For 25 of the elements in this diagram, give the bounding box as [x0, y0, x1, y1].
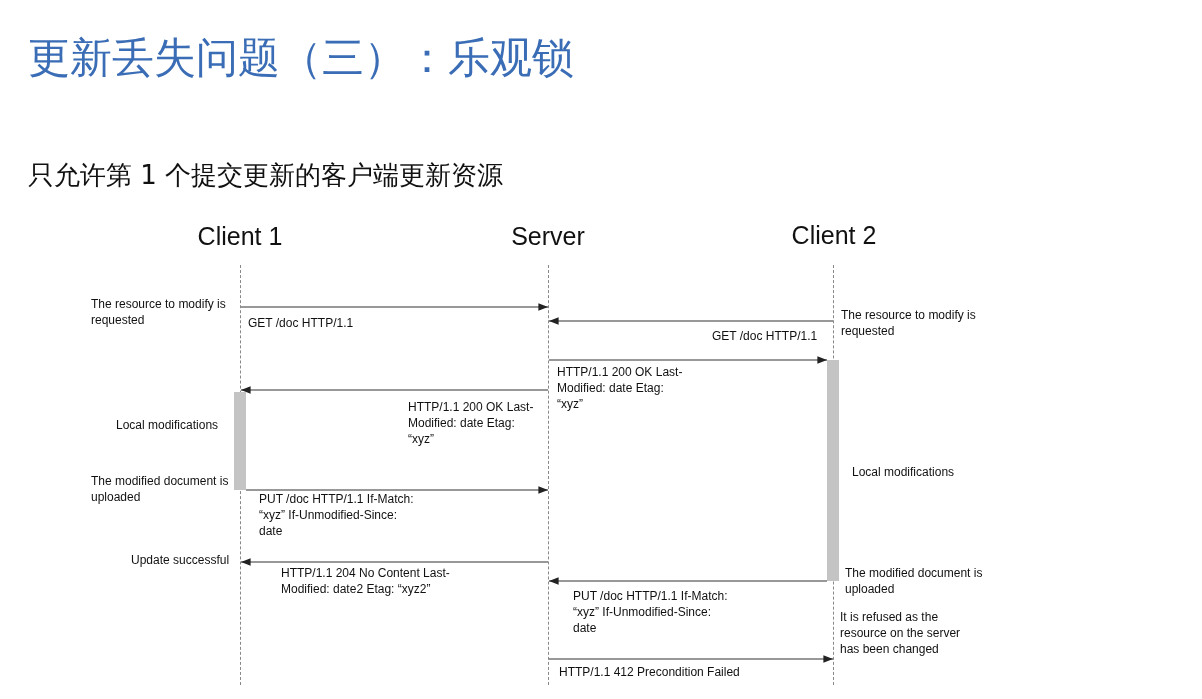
- note-text: It is refused as the resource on the server has been changed: [840, 609, 962, 657]
- participant-label: Client 2: [791, 221, 877, 250]
- message-arrow: [548, 356, 828, 364]
- message-arrow: [240, 303, 549, 311]
- lifeline: [548, 265, 549, 685]
- note-text: The resource to modify is requested: [91, 296, 227, 328]
- message-arrow: [548, 317, 834, 325]
- message-arrow: [548, 655, 834, 663]
- note-text: The modified document is uploaded: [845, 565, 984, 597]
- message-arrow: [548, 577, 828, 585]
- note-text: The modified document is uploaded: [91, 473, 230, 505]
- note-text: The resource to modify is requested: [841, 307, 977, 339]
- subtitle: 只允许第 1 个提交更新的客户端更新资源: [28, 159, 504, 192]
- message-arrow: [240, 386, 549, 394]
- activation-bar: [234, 392, 246, 490]
- edge-label: HTTP/1.1 204 No Content Last-Modified: date2 Etag: “xyz2”: [281, 565, 451, 597]
- note-text: Local modifications: [852, 464, 956, 480]
- participant-label: Server: [511, 222, 585, 251]
- activation-bar: [827, 360, 839, 581]
- message-arrow: [240, 558, 549, 566]
- message-arrow: [245, 486, 549, 494]
- participant-label: Client 1: [197, 222, 283, 251]
- note-text: Local modifications: [116, 417, 220, 433]
- note-text: Update successful: [131, 552, 231, 568]
- slide-title: 更新丢失问题（三）：乐观锁: [28, 32, 574, 84]
